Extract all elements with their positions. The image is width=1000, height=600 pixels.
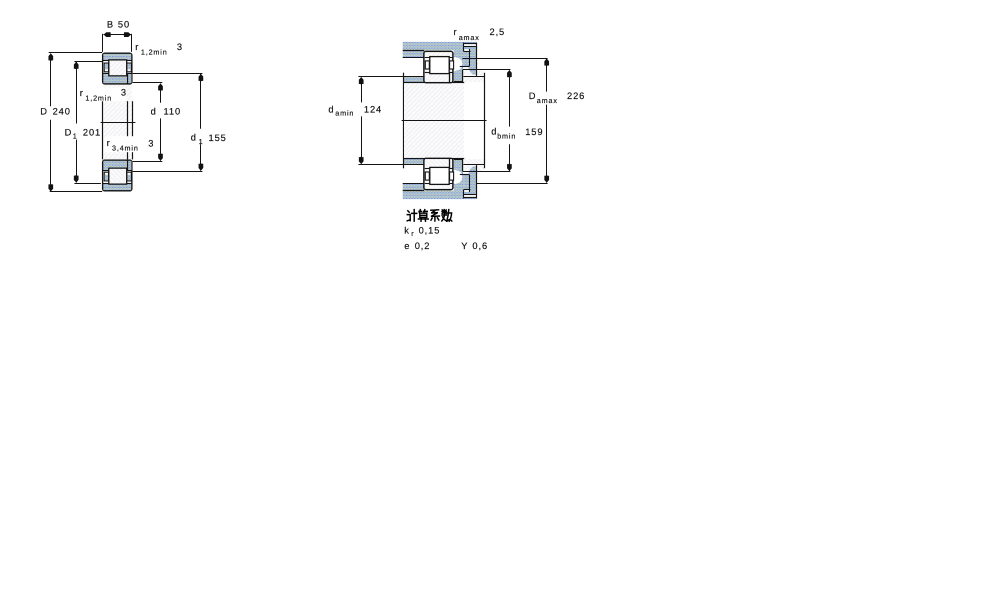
- svg-text:110: 110: [164, 107, 182, 117]
- svg-text:amax: amax: [459, 33, 480, 42]
- svg-text:e: e: [404, 241, 410, 251]
- svg-text:d: d: [491, 127, 497, 137]
- svg-text:124: 124: [364, 105, 382, 115]
- svg-text:3: 3: [177, 42, 183, 52]
- svg-text:3: 3: [121, 88, 127, 98]
- svg-text:3,4min: 3,4min: [112, 144, 139, 153]
- svg-text:240: 240: [53, 107, 71, 117]
- svg-text:amin: amin: [335, 108, 354, 117]
- svg-text:226: 226: [567, 91, 585, 101]
- svg-text:bmin: bmin: [497, 131, 516, 140]
- svg-text:d: d: [328, 105, 334, 115]
- svg-text:0,2: 0,2: [415, 241, 431, 251]
- svg-text:B: B: [107, 20, 114, 30]
- svg-text:D: D: [529, 91, 537, 101]
- svg-text:r: r: [411, 229, 414, 238]
- svg-text:d: d: [191, 133, 197, 143]
- svg-text:1,2min: 1,2min: [85, 93, 112, 102]
- svg-text:Y: Y: [461, 241, 468, 251]
- svg-text:2,5: 2,5: [490, 27, 506, 37]
- svg-text:k: k: [404, 226, 410, 236]
- svg-text:155: 155: [209, 133, 227, 143]
- svg-text:r: r: [135, 42, 139, 52]
- svg-text:201: 201: [83, 128, 101, 138]
- svg-text:1,2min: 1,2min: [141, 48, 168, 57]
- svg-text:0,15: 0,15: [419, 226, 441, 236]
- svg-text:D: D: [40, 107, 48, 117]
- svg-text:3: 3: [148, 138, 154, 148]
- svg-text:r: r: [107, 138, 111, 148]
- svg-text:1: 1: [73, 132, 78, 141]
- svg-text:50: 50: [118, 20, 130, 30]
- svg-text:D: D: [65, 128, 73, 138]
- svg-text:r: r: [80, 88, 84, 98]
- svg-text:0,6: 0,6: [472, 241, 488, 251]
- svg-text:amax: amax: [537, 96, 558, 105]
- svg-text:159: 159: [525, 127, 543, 137]
- svg-text:1: 1: [199, 137, 204, 146]
- svg-text:r: r: [454, 27, 458, 37]
- svg-text:d: d: [151, 107, 157, 117]
